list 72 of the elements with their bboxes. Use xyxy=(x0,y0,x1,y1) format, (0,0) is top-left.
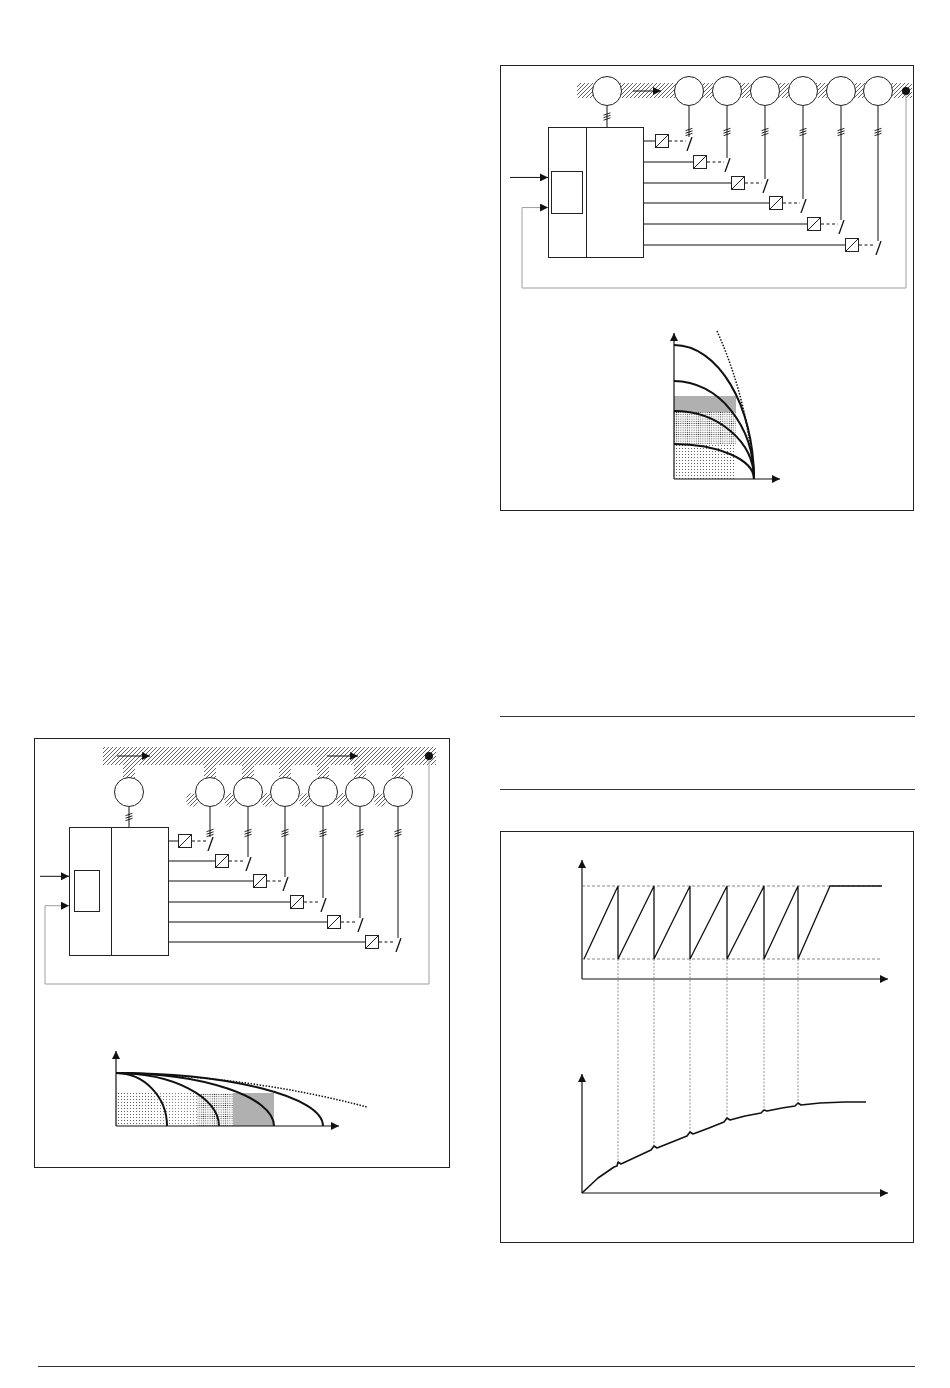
input-arrow xyxy=(39,872,70,881)
supply-line xyxy=(802,105,804,200)
converter-box xyxy=(215,854,229,868)
supply-line xyxy=(322,806,324,899)
control-link-line xyxy=(191,840,208,842)
supply-line xyxy=(764,105,766,180)
switch-symbol xyxy=(207,837,214,851)
supply-line xyxy=(726,105,728,159)
switch-symbol xyxy=(875,241,882,255)
inner-box xyxy=(551,171,583,214)
controller-box xyxy=(548,127,644,258)
signal-line xyxy=(643,140,656,142)
pump-circle xyxy=(750,76,780,106)
control-link-line xyxy=(228,860,246,862)
switch-symbol xyxy=(800,199,807,213)
switch-symbol xyxy=(320,898,327,912)
control-link-line xyxy=(303,901,321,903)
supply-line xyxy=(359,806,361,919)
converter-box xyxy=(845,238,859,252)
supply-line xyxy=(877,105,879,242)
pump-circle xyxy=(592,76,622,106)
signal-line xyxy=(643,182,732,184)
inner-box xyxy=(74,870,100,912)
control-link-line xyxy=(340,921,358,923)
signal-line xyxy=(168,860,216,862)
pump-circle xyxy=(712,76,742,106)
supply-line xyxy=(688,105,690,138)
converter-box xyxy=(327,915,341,929)
switch-symbol xyxy=(357,918,364,932)
converter-box xyxy=(655,134,669,148)
signal-line xyxy=(168,941,366,943)
switch-symbol xyxy=(724,158,731,172)
supply-line xyxy=(397,806,399,939)
supply-line xyxy=(128,806,130,828)
control-link-line xyxy=(378,941,396,943)
switch-symbol xyxy=(245,857,252,871)
controller-box xyxy=(69,827,169,956)
supply-line xyxy=(606,105,608,128)
signal-line xyxy=(168,901,291,903)
converter-box xyxy=(807,217,821,231)
pump-circle xyxy=(826,76,856,106)
converter-box xyxy=(178,834,192,848)
converter-box xyxy=(290,895,304,909)
supply-line xyxy=(209,806,211,838)
supply-line xyxy=(247,806,249,858)
pump-circle xyxy=(674,76,704,106)
feedback-arrow xyxy=(521,94,907,289)
switch-symbol xyxy=(838,220,845,234)
signal-line xyxy=(643,244,846,246)
signal-line xyxy=(168,880,254,882)
sensor-dot xyxy=(902,87,910,95)
signal-line xyxy=(643,202,770,204)
switch-symbol xyxy=(762,179,769,193)
supply-line xyxy=(840,105,842,221)
control-link-line xyxy=(858,244,876,246)
signal-line xyxy=(168,840,179,842)
switch-symbol xyxy=(395,938,402,952)
input-arrow xyxy=(509,173,549,182)
switch-symbol xyxy=(282,877,289,891)
supply-line xyxy=(284,806,286,878)
pump-circle xyxy=(863,76,893,106)
signal-line xyxy=(168,921,328,923)
converter-box xyxy=(365,935,379,949)
converter-box xyxy=(731,176,745,190)
switch-symbol xyxy=(686,137,693,151)
converter-box xyxy=(769,196,783,210)
signal-line xyxy=(643,223,808,225)
pump-circle xyxy=(788,76,818,106)
control-link-line xyxy=(266,880,283,882)
converter-box xyxy=(253,874,267,888)
converter-box xyxy=(693,155,707,169)
signal-line xyxy=(643,161,694,163)
